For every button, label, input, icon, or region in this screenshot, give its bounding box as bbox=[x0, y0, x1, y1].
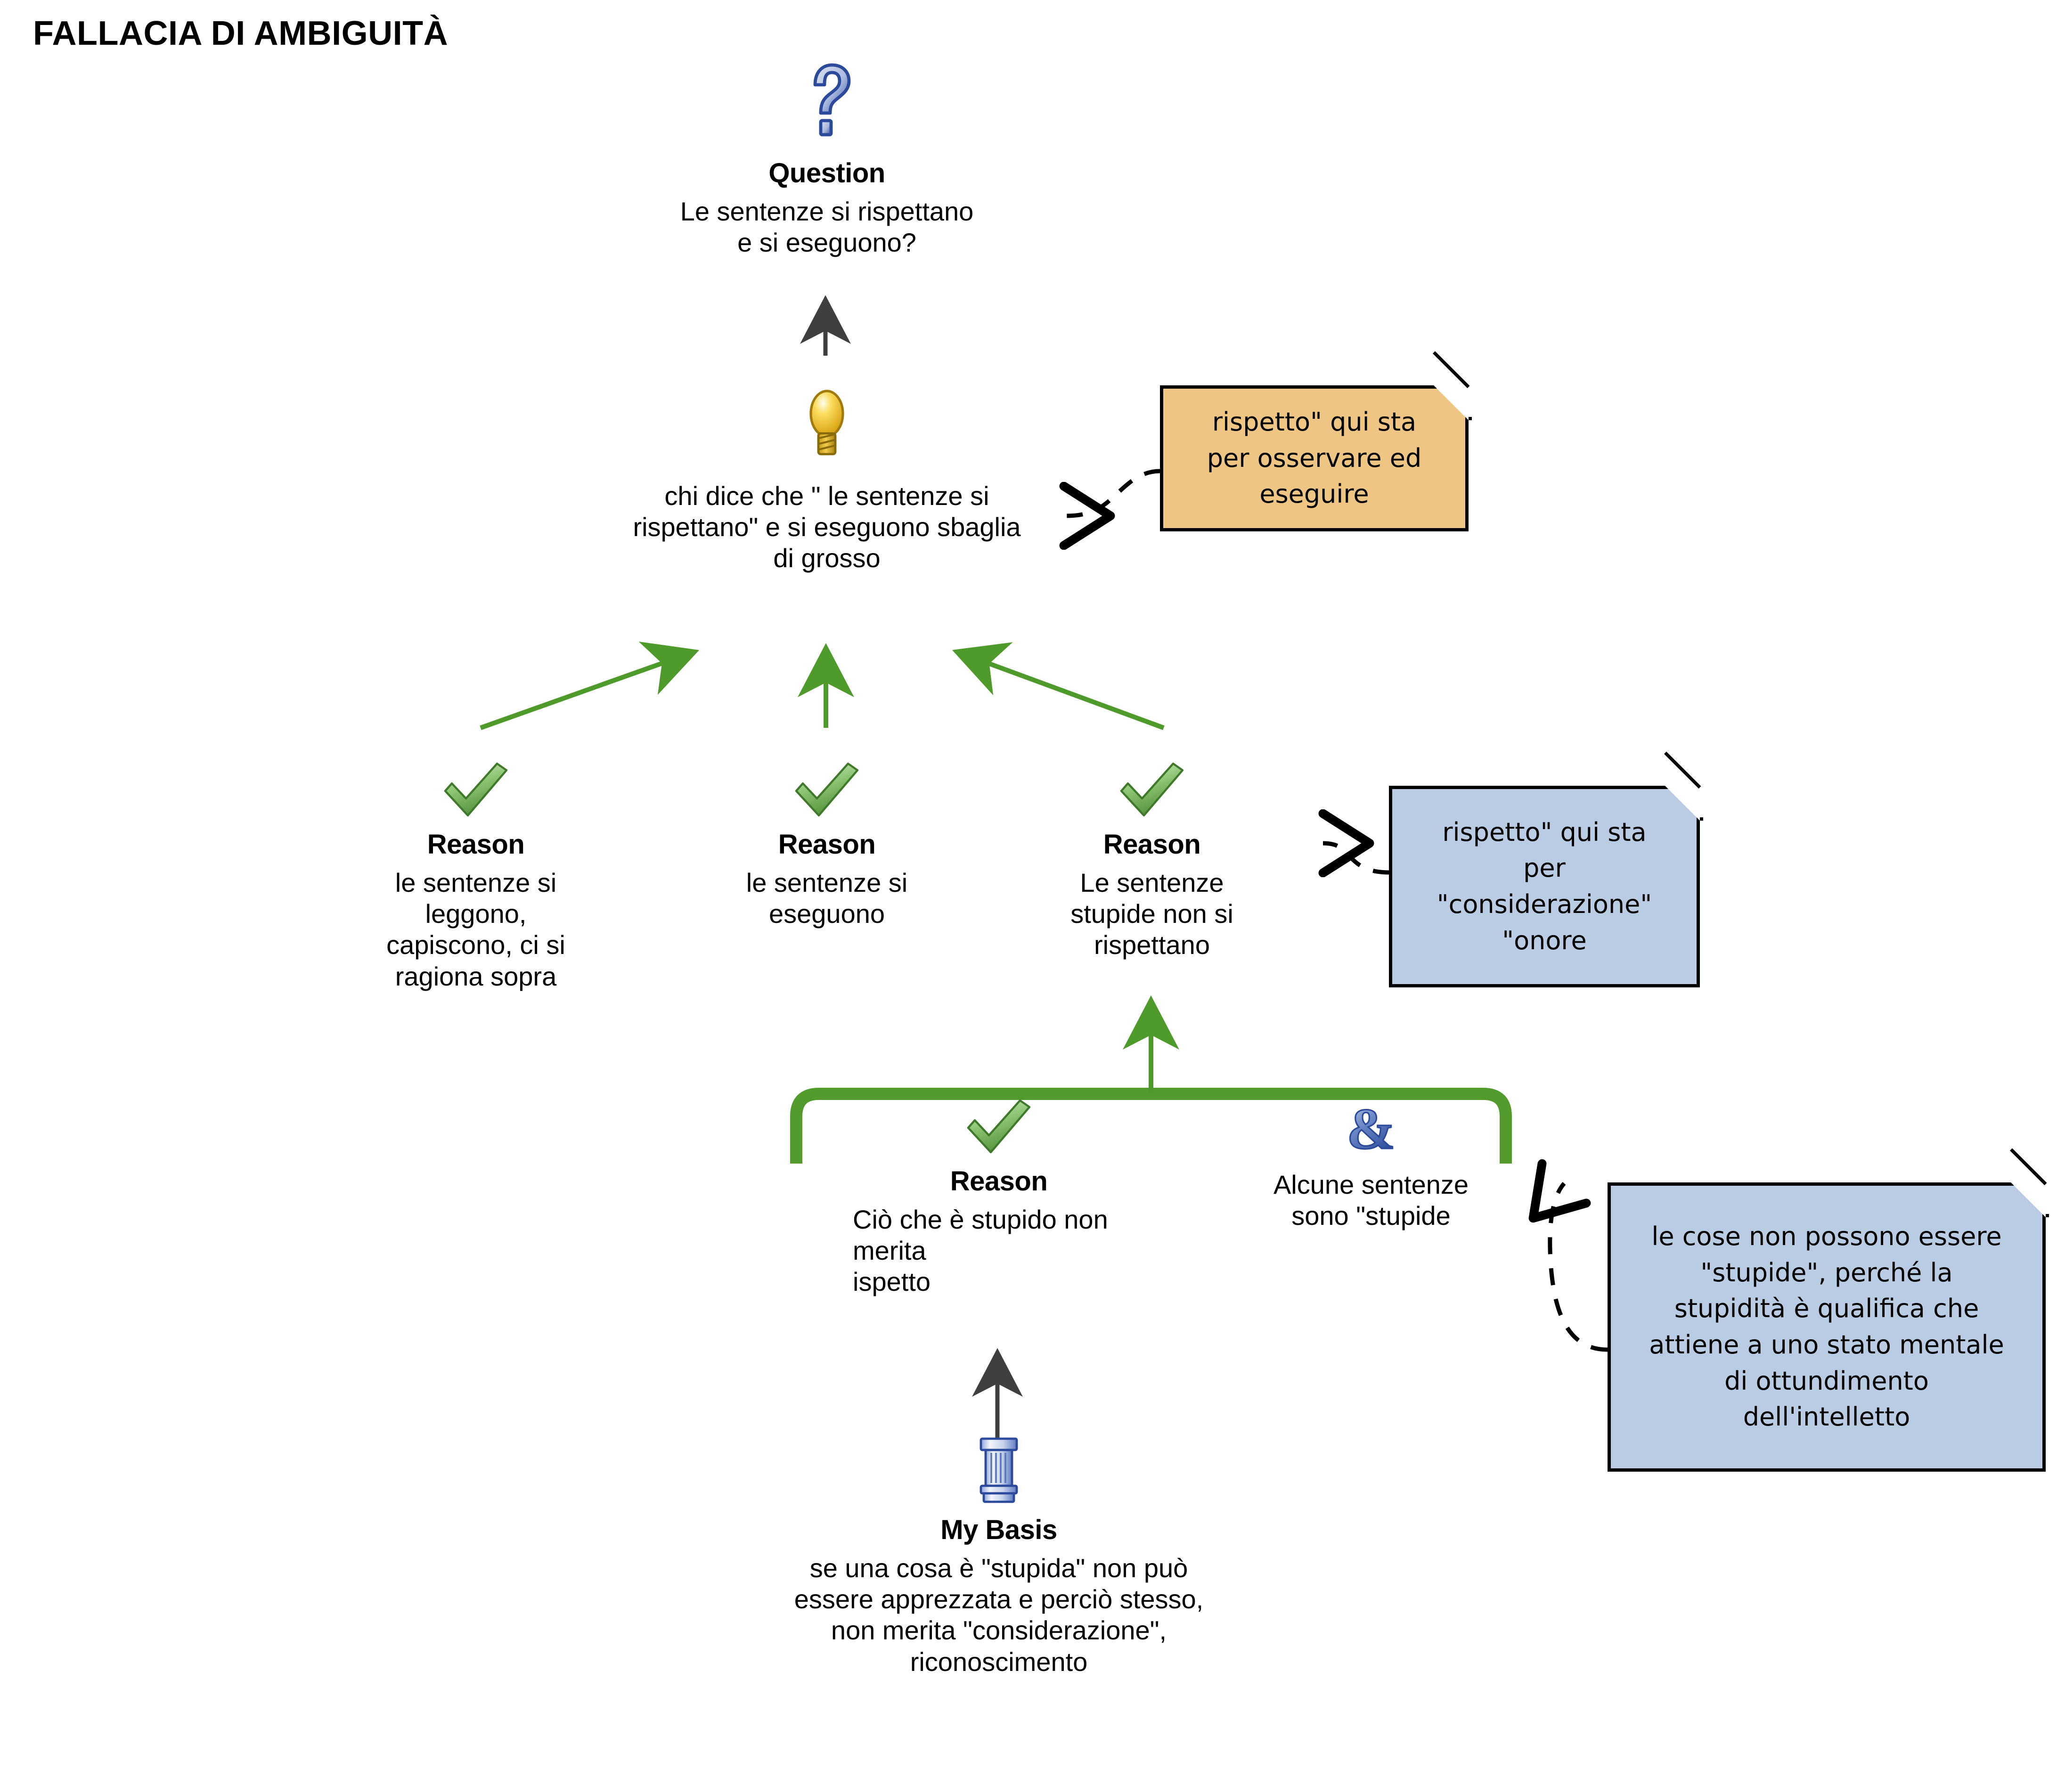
connector-reason1-to-claim bbox=[480, 641, 700, 730]
node-type-label: Reason bbox=[427, 829, 525, 860]
note-blue-bottom[interactable]: le cose non possono essere "stupide", pe… bbox=[1608, 1148, 2049, 1472]
note-text: rispetto" qui sta per "considerazione" "… bbox=[1437, 817, 1652, 955]
node-type-label: My Basis bbox=[940, 1514, 1057, 1545]
connector-reason3-to-claim bbox=[952, 642, 1165, 730]
svg-text:&: & bbox=[1347, 1098, 1395, 1159]
node-body-text: chi dice che " le sentenze si rispettano… bbox=[633, 481, 1021, 573]
question-mark-icon bbox=[627, 57, 1027, 154]
green-check-icon bbox=[325, 761, 627, 825]
node-type-label: Reason bbox=[1103, 829, 1201, 860]
node-body-text: le sentenze si eseguono bbox=[746, 868, 908, 929]
note-text: le cose non possono essere "stupide", pe… bbox=[1649, 1221, 2004, 1432]
node-type-label: Question bbox=[768, 157, 885, 188]
node-type-label: Reason bbox=[778, 829, 876, 860]
green-check-icon bbox=[1001, 761, 1303, 825]
note-text: rispetto" qui sta per osservare ed esegu… bbox=[1207, 407, 1422, 509]
node-question[interactable]: Question Le sentenze si rispettano e si … bbox=[627, 57, 1027, 258]
node-body-text: Ciò che è stupido non merita ispetto bbox=[853, 1205, 1108, 1297]
node-reason-1[interactable]: Reason le sentenze si leggono, capiscono… bbox=[325, 761, 627, 992]
note-orange[interactable]: rispetto" qui sta per osservare ed esegu… bbox=[1160, 351, 1472, 531]
lightbulb-icon bbox=[565, 386, 1088, 464]
node-body-text: le sentenze si leggono, capiscono, ci si… bbox=[386, 868, 565, 991]
pillar-icon bbox=[721, 1432, 1277, 1510]
node-my-basis[interactable]: My Basis se una cosa è "stupida" non può… bbox=[721, 1432, 1277, 1678]
node-reason-2[interactable]: Reason le sentenze si eseguono bbox=[676, 761, 978, 929]
node-body-text: se una cosa è "stupida" non può essere a… bbox=[794, 1553, 1204, 1677]
node-reason-3[interactable]: Reason Le sentenze stupide non si rispet… bbox=[1001, 761, 1303, 961]
node-body-text: Le sentenze stupide non si rispettano bbox=[1070, 868, 1233, 960]
connector-note-blue-top-to-reason3 bbox=[1323, 843, 1389, 872]
green-check-icon bbox=[839, 1098, 1159, 1162]
note-blue-top[interactable]: rispetto" qui sta per "considerazione" "… bbox=[1389, 751, 1703, 987]
node-reason-4[interactable]: Reason Ciò che è stupido non merita ispe… bbox=[839, 1098, 1159, 1298]
node-claim[interactable]: chi dice che " le sentenze si rispettano… bbox=[565, 386, 1088, 574]
node-body-text: Le sentenze si rispettano e si eseguono? bbox=[680, 196, 974, 258]
node-type-label: Reason bbox=[950, 1165, 1048, 1197]
green-check-icon bbox=[676, 761, 978, 825]
page-title: FALLACIA DI AMBIGUITÀ bbox=[33, 15, 449, 52]
ampersand-icon: & bbox=[1225, 1096, 1517, 1162]
connector-note-blue-bottom-to-copremise bbox=[1550, 1183, 1608, 1352]
node-copremise[interactable]: & Alcune sentenze sono "stupide bbox=[1225, 1096, 1517, 1231]
node-body-text: Alcune sentenze sono "stupide bbox=[1273, 1169, 1469, 1230]
